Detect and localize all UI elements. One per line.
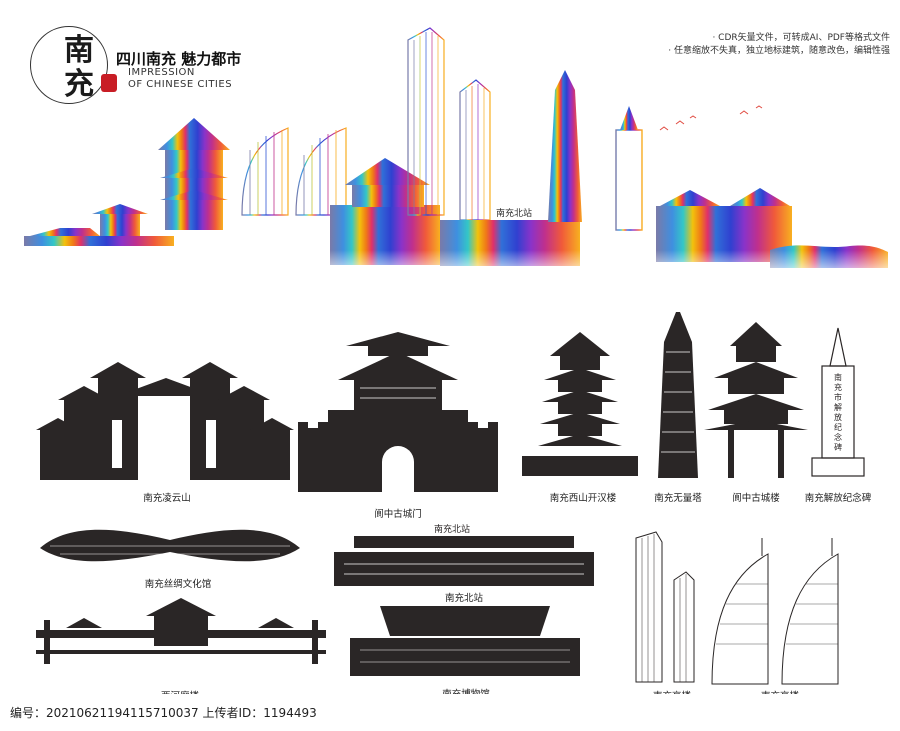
label-wuliang: 南充无量塔: [654, 493, 702, 504]
label-kaihan: 南充西山开汉楼: [549, 493, 617, 504]
north-station-silhouette: 南充北站: [334, 523, 594, 586]
logo-char-bottom: 充: [64, 67, 94, 102]
langzhong-gate-silhouette: [298, 332, 498, 492]
footer-bar: 编号：20210621194115710037 上传者ID：1194493: [0, 694, 900, 731]
label-north-station: 南充北站: [444, 593, 484, 604]
monument-inscription: 南充市 解放纪 念碑: [834, 372, 845, 452]
impression-caption: IMPRESSION OF CHINESE CITIES: [128, 67, 232, 91]
station-sign-text: 南充北站: [434, 523, 470, 535]
highrise-pair-1-outline: [635, 531, 695, 683]
kaihan-tower-silhouette: [522, 332, 638, 476]
note-line-2: · 任意缩放不失真，独立地标建筑，随意改色，编辑性强: [668, 46, 890, 56]
logo-char-top: 南: [64, 33, 94, 68]
skyline-station-sign: 南充北站: [496, 207, 532, 219]
langzhong-tower-silhouette: [704, 322, 808, 478]
impression-line-1: IMPRESSION: [128, 67, 195, 78]
highrise-pair-2-outline: [711, 538, 839, 685]
seal-stamp: [101, 74, 117, 92]
impression-line-2: OF CHINESE CITIES: [128, 79, 233, 90]
page-subtitle: 四川南充 魅力都市: [116, 50, 242, 68]
wuliang-pagoda-silhouette: [658, 312, 698, 478]
note-line-1: · CDR矢量文件，可转成AI、PDF等格式文件: [712, 33, 890, 43]
label-liberation-monument: 南充解放纪念碑: [804, 493, 872, 504]
label-langzhong-gate: 阆中古城门: [374, 509, 422, 520]
birds-decoration: [659, 105, 763, 131]
colorful-skyline: 南充北站: [0, 27, 900, 280]
label-silk-museum: 南充丝绸文化馆: [144, 579, 212, 590]
label-langzhong-tower: 阆中古城楼: [732, 493, 780, 504]
label-lingyun: 南充凌云山: [143, 493, 191, 504]
lingyun-gate-silhouette: [36, 362, 294, 480]
museum-silhouette: [350, 606, 580, 676]
xihe-corridor-silhouette: [36, 598, 326, 664]
liberation-monument-outline: 南充市 解放纪 念碑: [811, 327, 865, 477]
logo-circle: [30, 26, 108, 104]
footer-id-text: 编号：20210621194115710037 上传者ID：1194493: [10, 706, 317, 720]
silk-museum-silhouette: [40, 529, 300, 562]
